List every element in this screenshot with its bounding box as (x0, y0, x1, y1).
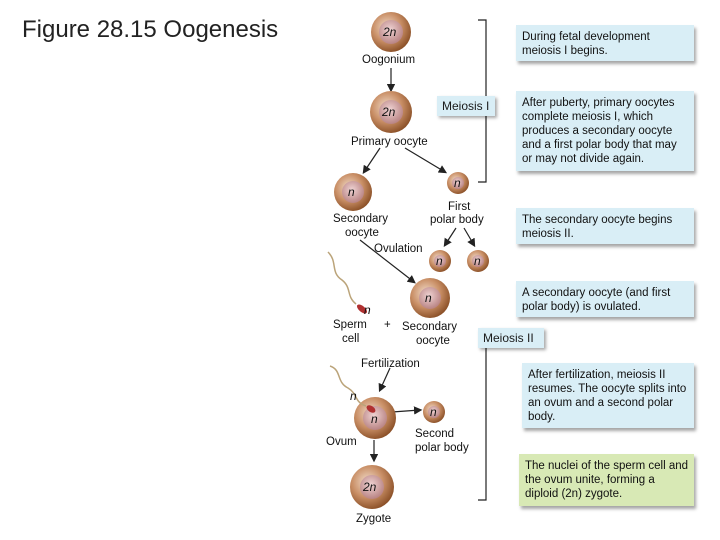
label-sperm-1: Sperm (333, 319, 367, 331)
cell-polar-division-left (429, 250, 451, 272)
ploidy-primary-oocyte: 2n (381, 105, 396, 119)
cell-ovulated-secondary-oocyte (410, 278, 450, 318)
ploidy-secondary-oocyte: n (348, 185, 355, 199)
label-primary-oocyte: Primary oocyte (351, 136, 428, 148)
note-after-puberty: After puberty, primary oocytes complete … (516, 91, 694, 171)
label-ovulation: Ovulation (374, 243, 423, 255)
ploidy-ovum: n (371, 412, 378, 426)
cell-secondary-oocyte (334, 173, 372, 211)
cell-second-polar-body (423, 401, 445, 423)
label-ovum: Ovum (326, 436, 357, 448)
figure-title: Figure 28.15 Oogenesis (22, 16, 279, 43)
flow-arrows (359, 68, 476, 463)
label-zygote: Zygote (356, 513, 391, 525)
meiosis-2-tag: Meiosis II (478, 328, 544, 348)
cell-primary-oocyte (370, 91, 412, 133)
note-fetal-development: During fetal development meiosis I begin… (516, 25, 694, 61)
ploidy-oogonium: 2n (382, 25, 397, 39)
label-secondary-oocyte-b2: oocyte (416, 335, 450, 347)
cell-polar-division-right (467, 250, 489, 272)
label-secondary-oocyte-b1: Secondary (402, 321, 457, 333)
sperm-fertilizing-icon (329, 365, 376, 413)
cell-ovum (354, 397, 396, 439)
label-plus: + (384, 319, 391, 331)
cell-first-polar-body (447, 172, 469, 194)
meiosis-1-tag: Meiosis I (437, 96, 495, 116)
ploidy-zygote: 2n (362, 480, 377, 494)
label-second-polar-1: Second (415, 428, 454, 440)
ploidy-polar-right: n (474, 254, 481, 268)
note-after-fertilization: After fertilization, meiosis II resumes.… (522, 363, 694, 428)
label-oogonium: Oogonium (362, 54, 415, 66)
label-fertilization: Fertilization (361, 358, 420, 370)
note-meiosis-2-begins: The secondary oocyte begins meiosis II. (516, 208, 694, 244)
note-ovulated: A secondary oocyte (and first polar body… (516, 281, 694, 317)
ploidy-fert-sperm: n (350, 389, 357, 403)
cell-zygote (350, 465, 394, 509)
note-zygote: The nuclei of the sperm cell and the ovu… (519, 454, 694, 506)
sperm-cell-icon (327, 251, 367, 314)
ploidy-first-polar: n (454, 176, 461, 190)
ploidy-polar-left: n (436, 254, 443, 268)
ploidy-sperm: n (364, 303, 371, 317)
ploidy-ovulated-oocyte: n (425, 291, 432, 305)
label-second-polar-2: polar body (415, 442, 469, 454)
label-secondary-oocyte-1: Secondary (333, 213, 388, 225)
label-secondary-oocyte-2: oocyte (345, 227, 379, 239)
label-first-polar-2: polar body (430, 214, 484, 226)
label-sperm-2: cell (342, 333, 359, 345)
cell-oogonium (371, 12, 411, 52)
label-first-polar-1: First (448, 201, 471, 213)
ploidy-second-polar: n (430, 405, 437, 419)
